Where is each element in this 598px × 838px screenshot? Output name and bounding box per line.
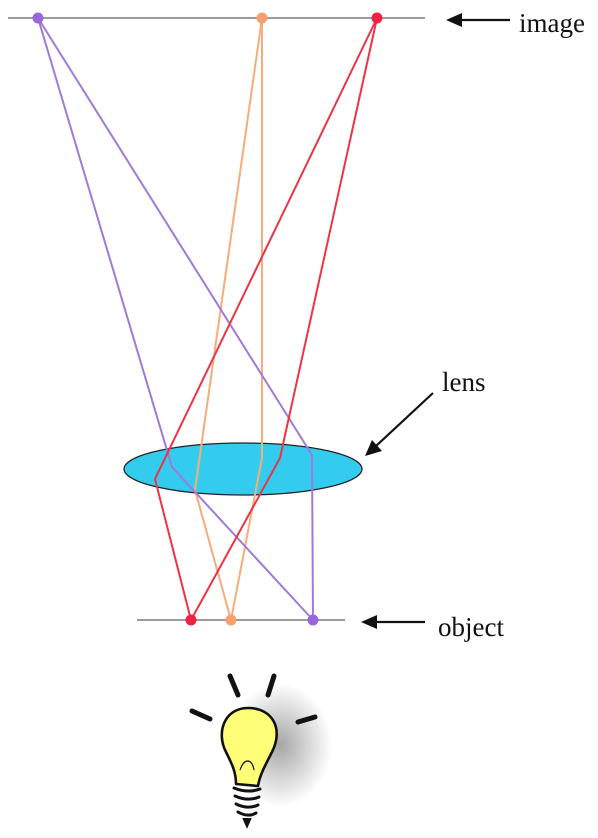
orange-ray-left [193, 17, 263, 621]
orange-ray-right [230, 18, 263, 621]
object-point-red [185, 614, 197, 626]
red-rays [153, 17, 378, 621]
purple-rays [37, 17, 314, 621]
light-bulb-icon [189, 673, 332, 829]
lens-label: lens [442, 367, 486, 397]
red-ray-inner [190, 17, 378, 621]
object-label-arrow [361, 615, 425, 629]
image-label: image [519, 8, 585, 38]
lens-label-arrow [365, 392, 434, 456]
object-label: object [438, 612, 504, 642]
image-point-purple [32, 12, 44, 24]
image-point-orange [256, 12, 268, 24]
lens [123, 442, 363, 496]
object-point-purple [307, 614, 319, 626]
image-label-arrow [446, 13, 510, 27]
red-ray-outer [153, 17, 378, 621]
object-point-orange [225, 614, 237, 626]
arrow-down-left-icon [375, 392, 434, 447]
image-point-red [371, 12, 383, 24]
purple-ray-outer [37, 17, 314, 621]
purple-ray-inner [37, 17, 314, 621]
orange-rays [193, 17, 263, 621]
